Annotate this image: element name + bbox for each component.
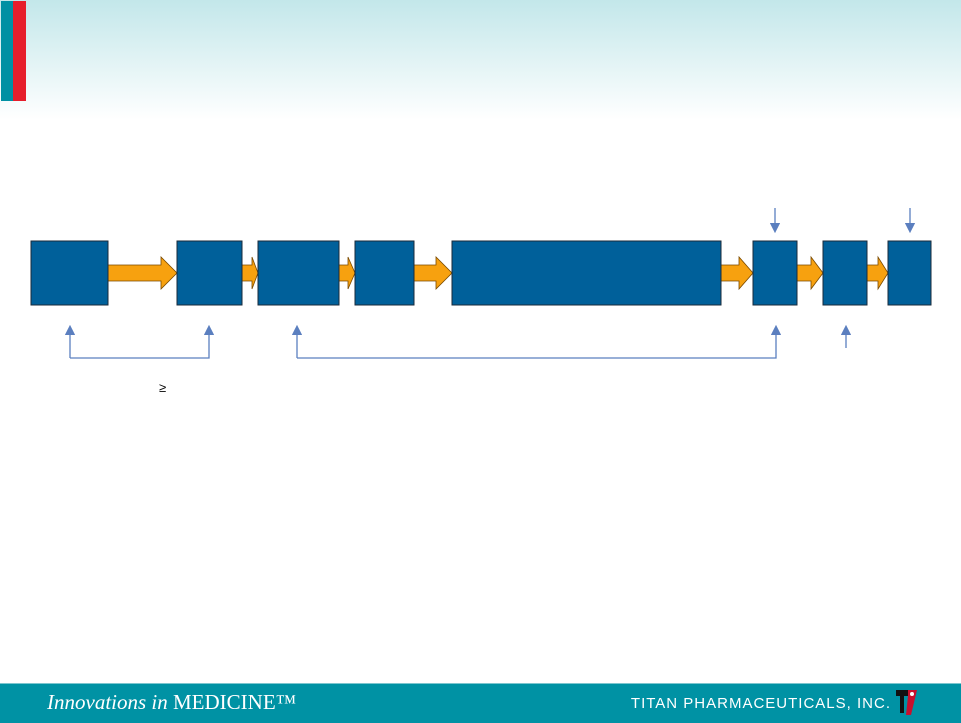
- flow-arrow: [241, 256, 259, 290]
- process-box: [451, 240, 722, 306]
- flow-arrow: [720, 255, 754, 291]
- process-box: [257, 240, 340, 306]
- flow-arrow: [866, 255, 889, 291]
- process-box: [176, 240, 243, 306]
- slide-header: [0, 0, 961, 120]
- process-box: [822, 240, 868, 306]
- header-teal-bar: [1, 1, 13, 101]
- flow-arrow: [413, 256, 453, 290]
- greater-equal-annotation: ≥: [159, 380, 167, 395]
- process-box: [30, 240, 109, 306]
- process-box: [887, 240, 932, 306]
- titan-logo-icon: [896, 690, 917, 715]
- footer-tagline: Innovations in MEDICINE™: [47, 690, 296, 715]
- flow-arrow: [338, 256, 356, 290]
- process-box: [752, 240, 798, 306]
- flow-arrow: [796, 255, 824, 291]
- tagline-caps: MEDICINE™: [173, 690, 297, 714]
- slide-footer: Innovations in MEDICINE™ TITAN PHARMACEU…: [0, 683, 961, 723]
- feedback-connector: [70, 324, 215, 359]
- tagline-italic: Innovations in: [47, 690, 168, 714]
- header-red-bar: [13, 1, 26, 101]
- flow-arrow: [107, 256, 178, 290]
- process-box: [354, 240, 415, 306]
- feedback-connector: [297, 324, 782, 359]
- company-name: TITAN PHARMACEUTICALS, INC.: [630, 695, 891, 712]
